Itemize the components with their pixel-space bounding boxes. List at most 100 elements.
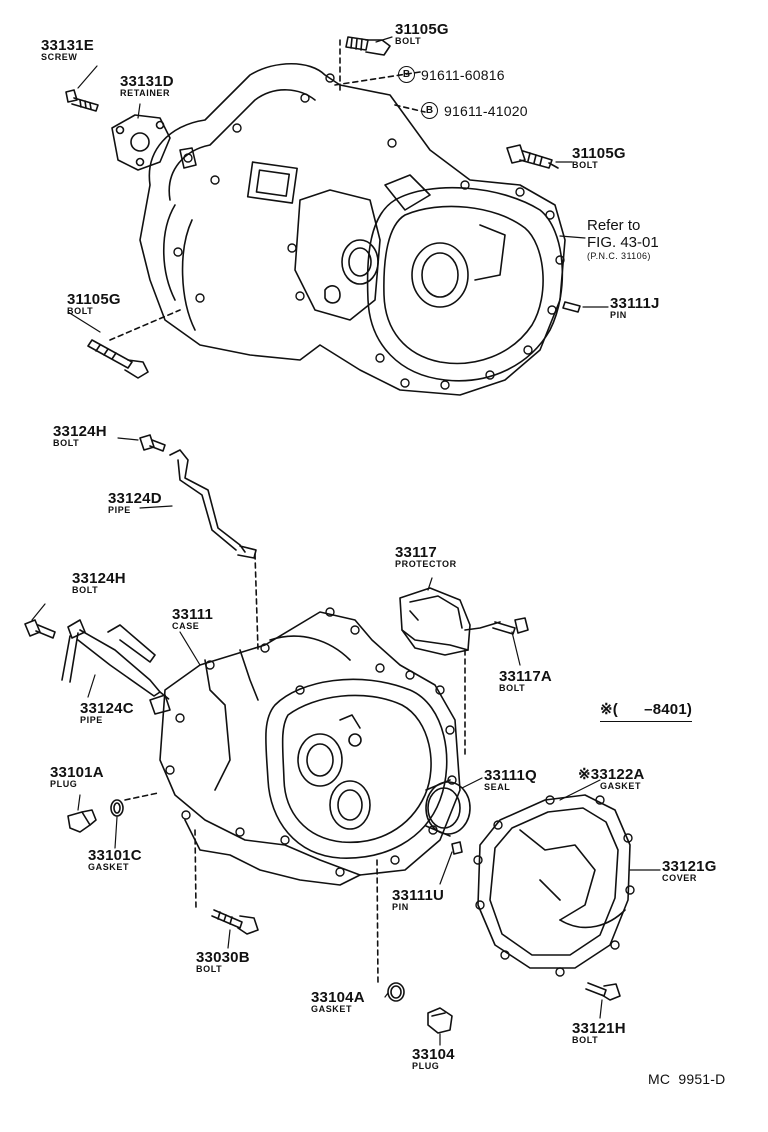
part-number: 33104 <box>412 1046 455 1063</box>
callout-31105G-right[interactable]: 31105G BOLT <box>572 146 626 170</box>
pipe-bolt-mid <box>24 619 56 639</box>
callout-33121G[interactable]: 33121G COVER <box>662 859 717 883</box>
part-name: GASKET <box>311 1004 353 1014</box>
part-name: PIPE <box>80 715 103 725</box>
callout-33104A[interactable]: 33104A GASKET <box>311 990 365 1014</box>
part-number: 33124H <box>72 570 126 587</box>
housing-bolt-top <box>339 36 391 91</box>
part-number: 33111Q <box>484 767 537 784</box>
case-bolt <box>194 829 259 935</box>
oil-seal <box>425 779 471 837</box>
part-name: GASKET <box>88 862 130 872</box>
part-number: 33124D <box>108 490 162 507</box>
case-pin <box>451 841 463 855</box>
leader-91611-41020 <box>394 104 426 113</box>
refer-line1: Refer to <box>587 217 641 234</box>
callout-33131D[interactable]: 33131D RETAINER <box>120 74 174 98</box>
part-name: SCREW <box>41 52 78 62</box>
callout-33121H[interactable]: 33121H BOLT <box>572 1021 626 1045</box>
part-number: 33101C <box>88 847 142 864</box>
date-note: ※( –8401) <box>600 702 693 722</box>
callout-33117A[interactable]: 33117A BOLT <box>499 669 552 693</box>
part-number: 31105G <box>572 145 626 162</box>
pipe-bolt-top <box>139 434 166 452</box>
part-number: 33104A <box>311 989 365 1006</box>
callout-91611-41020[interactable]: B 91611-41020 <box>421 102 528 119</box>
callout-33124H-top[interactable]: 33124H BOLT <box>53 424 107 448</box>
refer-note[interactable]: Refer to FIG. 43-01 (P.N.C. 31106) <box>587 218 659 261</box>
part-name: BOLT <box>572 1035 599 1045</box>
part-number: 33117A <box>499 668 552 685</box>
callout-33124H-mid[interactable]: 33124H BOLT <box>72 571 126 595</box>
b-marker-icon: B <box>398 66 415 83</box>
breather-pipe-lower <box>61 619 171 701</box>
callout-91611-60816[interactable]: B 91611-60816 <box>398 66 505 83</box>
callout-33104[interactable]: 33104 PLUG <box>412 1047 455 1071</box>
callout-33111J[interactable]: 33111J PIN <box>610 296 660 320</box>
part-number: 33131D <box>120 73 174 90</box>
part-number: 33111J <box>610 295 660 312</box>
figure-code: MC 9951-D <box>648 1071 726 1087</box>
callout-33101C[interactable]: 33101C GASKET <box>88 848 142 872</box>
part-number: 33122A <box>590 766 645 783</box>
part-name: BOLT <box>72 585 99 595</box>
callout-33111[interactable]: 33111 CASE <box>172 607 213 631</box>
callout-33111Q[interactable]: 33111Q SEAL <box>484 768 537 792</box>
cover-bolt <box>585 982 621 1001</box>
part-name: RETAINER <box>120 88 171 98</box>
callout-33124D[interactable]: 33124D PIPE <box>108 491 162 515</box>
refer-line2: FIG. 43-01 <box>587 234 659 251</box>
fill-plug-gasket <box>376 859 405 1002</box>
callout-33131E[interactable]: 33131E SCREW <box>41 38 94 62</box>
part-name: BOLT <box>67 306 94 316</box>
part-name: CASE <box>172 621 200 631</box>
part-name: SEAL <box>484 782 511 792</box>
part-name: BOLT <box>572 160 599 170</box>
part-name: COVER <box>662 873 698 883</box>
part-name: PIN <box>392 902 409 912</box>
part-number: 33124C <box>80 700 134 717</box>
part-number: 33117 <box>395 544 437 561</box>
part-number: 31105G <box>67 291 121 308</box>
part-number: 91611-41020 <box>444 102 528 119</box>
callout-33122A[interactable]: ※33122A GASKET <box>578 767 645 791</box>
part-number: 33111U <box>392 887 445 904</box>
leader-lines <box>31 36 661 1046</box>
part-name: PIPE <box>108 505 131 515</box>
protector-bracket <box>399 587 501 756</box>
part-name: PROTECTOR <box>395 559 457 569</box>
part-name: GASKET <box>600 781 642 791</box>
callout-33111U[interactable]: 33111U PIN <box>392 888 444 912</box>
callout-33124C[interactable]: 33124C PIPE <box>80 701 134 725</box>
housing-bolt-right <box>506 144 559 169</box>
part-number: 33101A <box>50 764 104 781</box>
retainer-plate <box>111 114 171 171</box>
transaxle-housing <box>139 62 566 396</box>
part-number: 33124H <box>53 423 107 440</box>
callout-33117[interactable]: 33117 PROTECTOR <box>395 545 457 569</box>
callout-33101A[interactable]: 33101A PLUG <box>50 765 104 789</box>
part-name: PLUG <box>50 779 78 789</box>
callout-31105G-top[interactable]: 31105G BOLT <box>395 22 449 46</box>
part-name: PIN <box>610 310 627 320</box>
part-number: 33030B <box>196 949 250 966</box>
drain-plug <box>67 809 97 833</box>
housing-bolt-left <box>87 309 181 379</box>
drain-plug-gasket <box>110 792 159 817</box>
refer-line3: (P.N.C. 31106) <box>587 251 651 261</box>
breather-pipe-upper <box>169 449 259 651</box>
transaxle-case <box>149 607 461 886</box>
retainer-screw <box>65 89 99 112</box>
part-number: 33111 <box>172 606 214 623</box>
protector-bolt <box>492 617 529 635</box>
part-number: 31105G <box>395 21 449 38</box>
part-name: PLUG <box>412 1061 440 1071</box>
callout-33030B[interactable]: 33030B BOLT <box>196 950 250 974</box>
part-name: BOLT <box>499 683 526 693</box>
housing-pin <box>562 301 581 313</box>
b-marker-icon: B <box>421 102 438 119</box>
asterisk-marker-icon: ※ <box>578 766 591 783</box>
callout-31105G-left[interactable]: 31105G BOLT <box>67 292 121 316</box>
